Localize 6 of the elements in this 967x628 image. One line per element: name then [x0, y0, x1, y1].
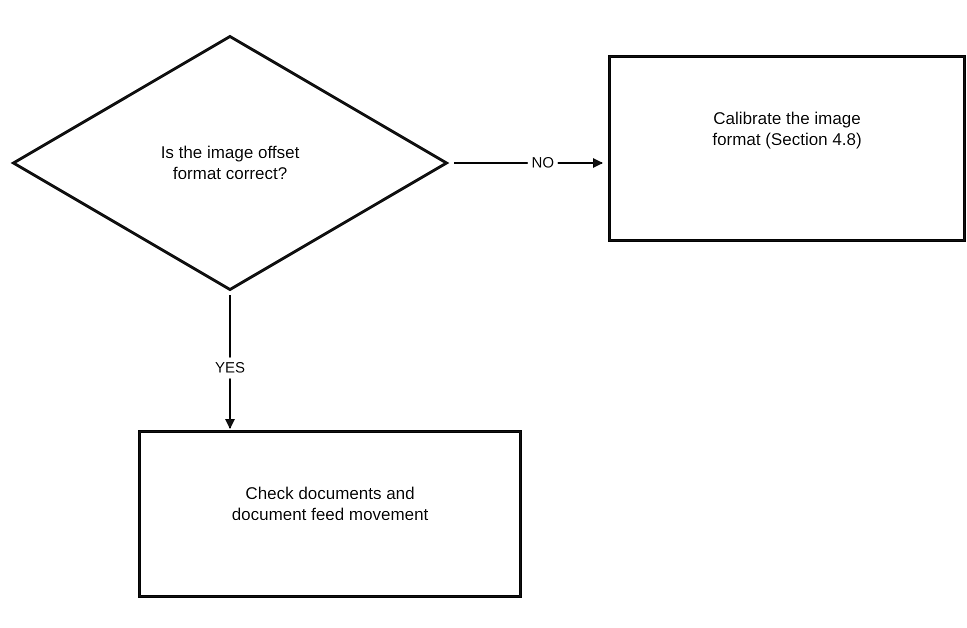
- node-text: Is the image offset format correct?: [160, 142, 300, 184]
- node-text: Check documents and document feed movement: [230, 483, 430, 526]
- process-box: [138, 430, 522, 598]
- decision-diamond: [12, 35, 448, 291]
- process-box: [608, 55, 966, 242]
- node-text: Calibrate the image format (Section 4.8): [711, 108, 863, 150]
